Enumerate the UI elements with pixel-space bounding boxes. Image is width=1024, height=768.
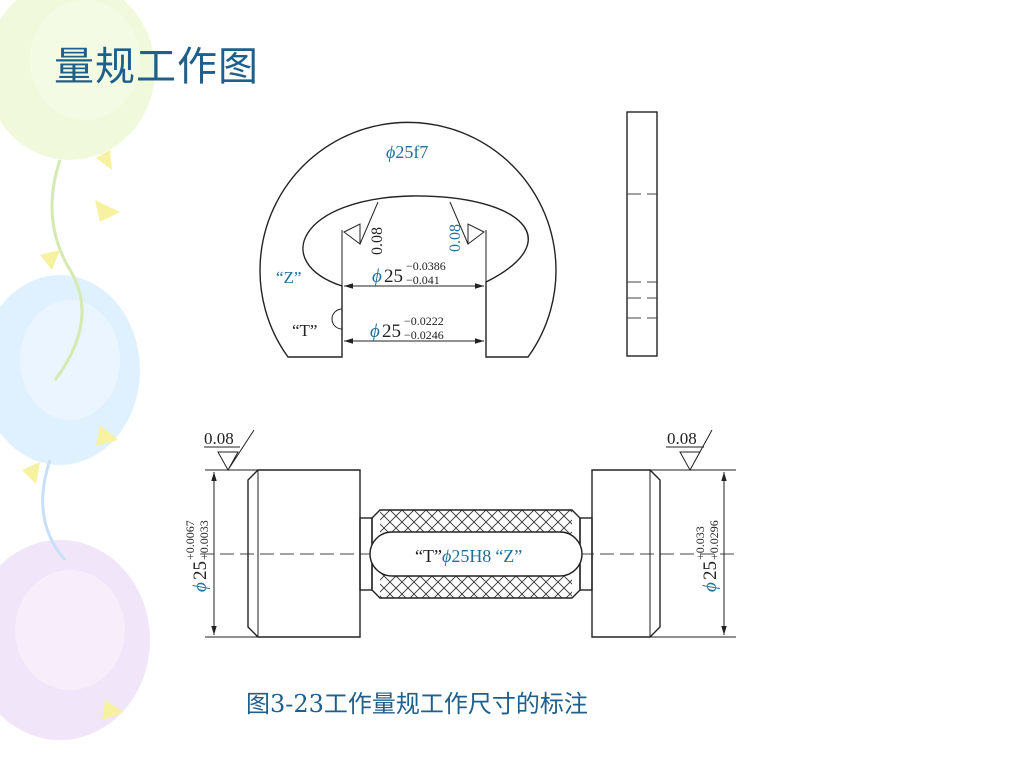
plug-center-label: “T”ϕ25H8“Z” <box>415 546 522 566</box>
label-slot <box>369 531 583 577</box>
svg-text:−0.041: −0.041 <box>406 273 440 287</box>
z-dimension-text: ϕ 25 −0.0386 −0.041 <box>372 259 446 287</box>
svg-text:25: 25 <box>382 321 401 342</box>
slide-title: 量规工作图 <box>54 44 259 90</box>
figure-caption: 图3-23工作量规工作尺寸的标注 <box>246 690 588 718</box>
svg-text:+0.0296: +0.0296 <box>707 520 721 560</box>
svg-text:ϕ: ϕ <box>370 321 380 342</box>
svg-text:25: 25 <box>384 266 403 287</box>
t-label: “T” <box>292 321 317 340</box>
snap-gauge-outline <box>259 121 557 358</box>
svg-text:ϕ: ϕ <box>700 582 721 592</box>
svg-text:25: 25 <box>700 561 721 580</box>
diameter-label: ϕ25f7 <box>386 142 428 162</box>
svg-text:+0.0067: +0.0067 <box>183 520 197 560</box>
snap-gauge-notch <box>331 308 343 330</box>
right-dimension-text: ϕ 25 +0.033 +0.0296 <box>693 520 721 592</box>
svg-text:25: 25 <box>190 561 211 580</box>
roughness-symbol-right <box>449 201 485 245</box>
left-measuring-head <box>247 469 361 638</box>
svg-text:ϕ: ϕ <box>190 582 211 592</box>
snap-gauge: 0.08 0.08 ϕ25f7 “Z” “T” ϕ 25 −0.0386 −0.… <box>259 121 557 358</box>
plug-roughness-value-left: 0.08 <box>204 429 234 448</box>
plug-roughness-value-right: 0.08 <box>667 429 697 448</box>
roughness-value-left: 0.08 <box>369 227 386 255</box>
svg-text:ϕ: ϕ <box>372 266 382 287</box>
roughness-symbol-left <box>343 201 379 245</box>
svg-text:+0.0033: +0.0033 <box>197 520 211 560</box>
svg-text:−0.0386: −0.0386 <box>406 259 446 273</box>
z-label: “Z” <box>276 268 301 287</box>
svg-text:−0.0246: −0.0246 <box>404 328 444 342</box>
snap-gauge-side-view <box>626 111 658 357</box>
roughness-value-right: 0.08 <box>447 224 464 252</box>
svg-text:+0.033: +0.033 <box>693 526 707 560</box>
plug-roughness-symbol-left <box>204 429 255 472</box>
plug-roughness-symbol-right <box>666 429 713 472</box>
t-dimension-text: ϕ 25 −0.0222 −0.0246 <box>370 314 444 342</box>
plug-gauge: “T”ϕ25H8“Z” 0.08 0.08 ϕ 25 +0.0067 +0.00… <box>183 429 740 638</box>
svg-text:−0.0222: −0.0222 <box>404 314 444 328</box>
left-dimension-text: ϕ 25 +0.0067 +0.0033 <box>183 520 211 592</box>
